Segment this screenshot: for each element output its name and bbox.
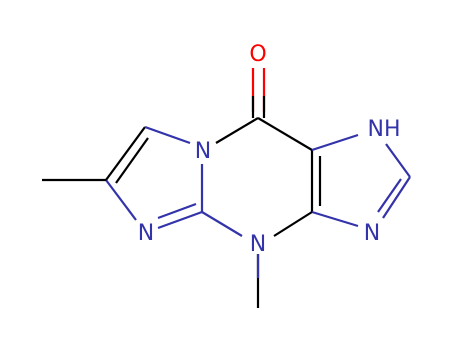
atom-label-oxygen: O [249,42,266,67]
atom-label-n-imid-right: N [364,221,380,246]
bond-nmethyl-c [201,211,243,237]
atom-label-n-imid-left: N [138,221,154,246]
atom-label-n-bridge: N [195,139,211,164]
bond-nleft-c [105,179,137,221]
bond-c-c-right [257,117,313,151]
bond-n-c-fused [311,210,359,228]
bond-c-nleft-1 [157,210,203,230]
bond-c-ch-1 [105,126,146,181]
bond-c-nleft-2 [157,202,197,220]
atom-label-nh: NH [368,117,401,142]
atom-label-n-methyl: N [250,232,266,257]
bonds-group [42,68,411,308]
bond-ch-n-2 [377,178,402,213]
bond-c-nh [311,133,359,152]
bond-c-ch-2 [115,137,149,184]
atom-labels: O N NH N N N [138,42,401,257]
bond-ch-n-1 [382,176,411,219]
bond-c-nbridge [215,117,259,144]
bond-c-nmethyl [273,211,313,237]
bond-nh-ch [385,143,411,178]
bond-ch-nbridge [144,125,191,145]
